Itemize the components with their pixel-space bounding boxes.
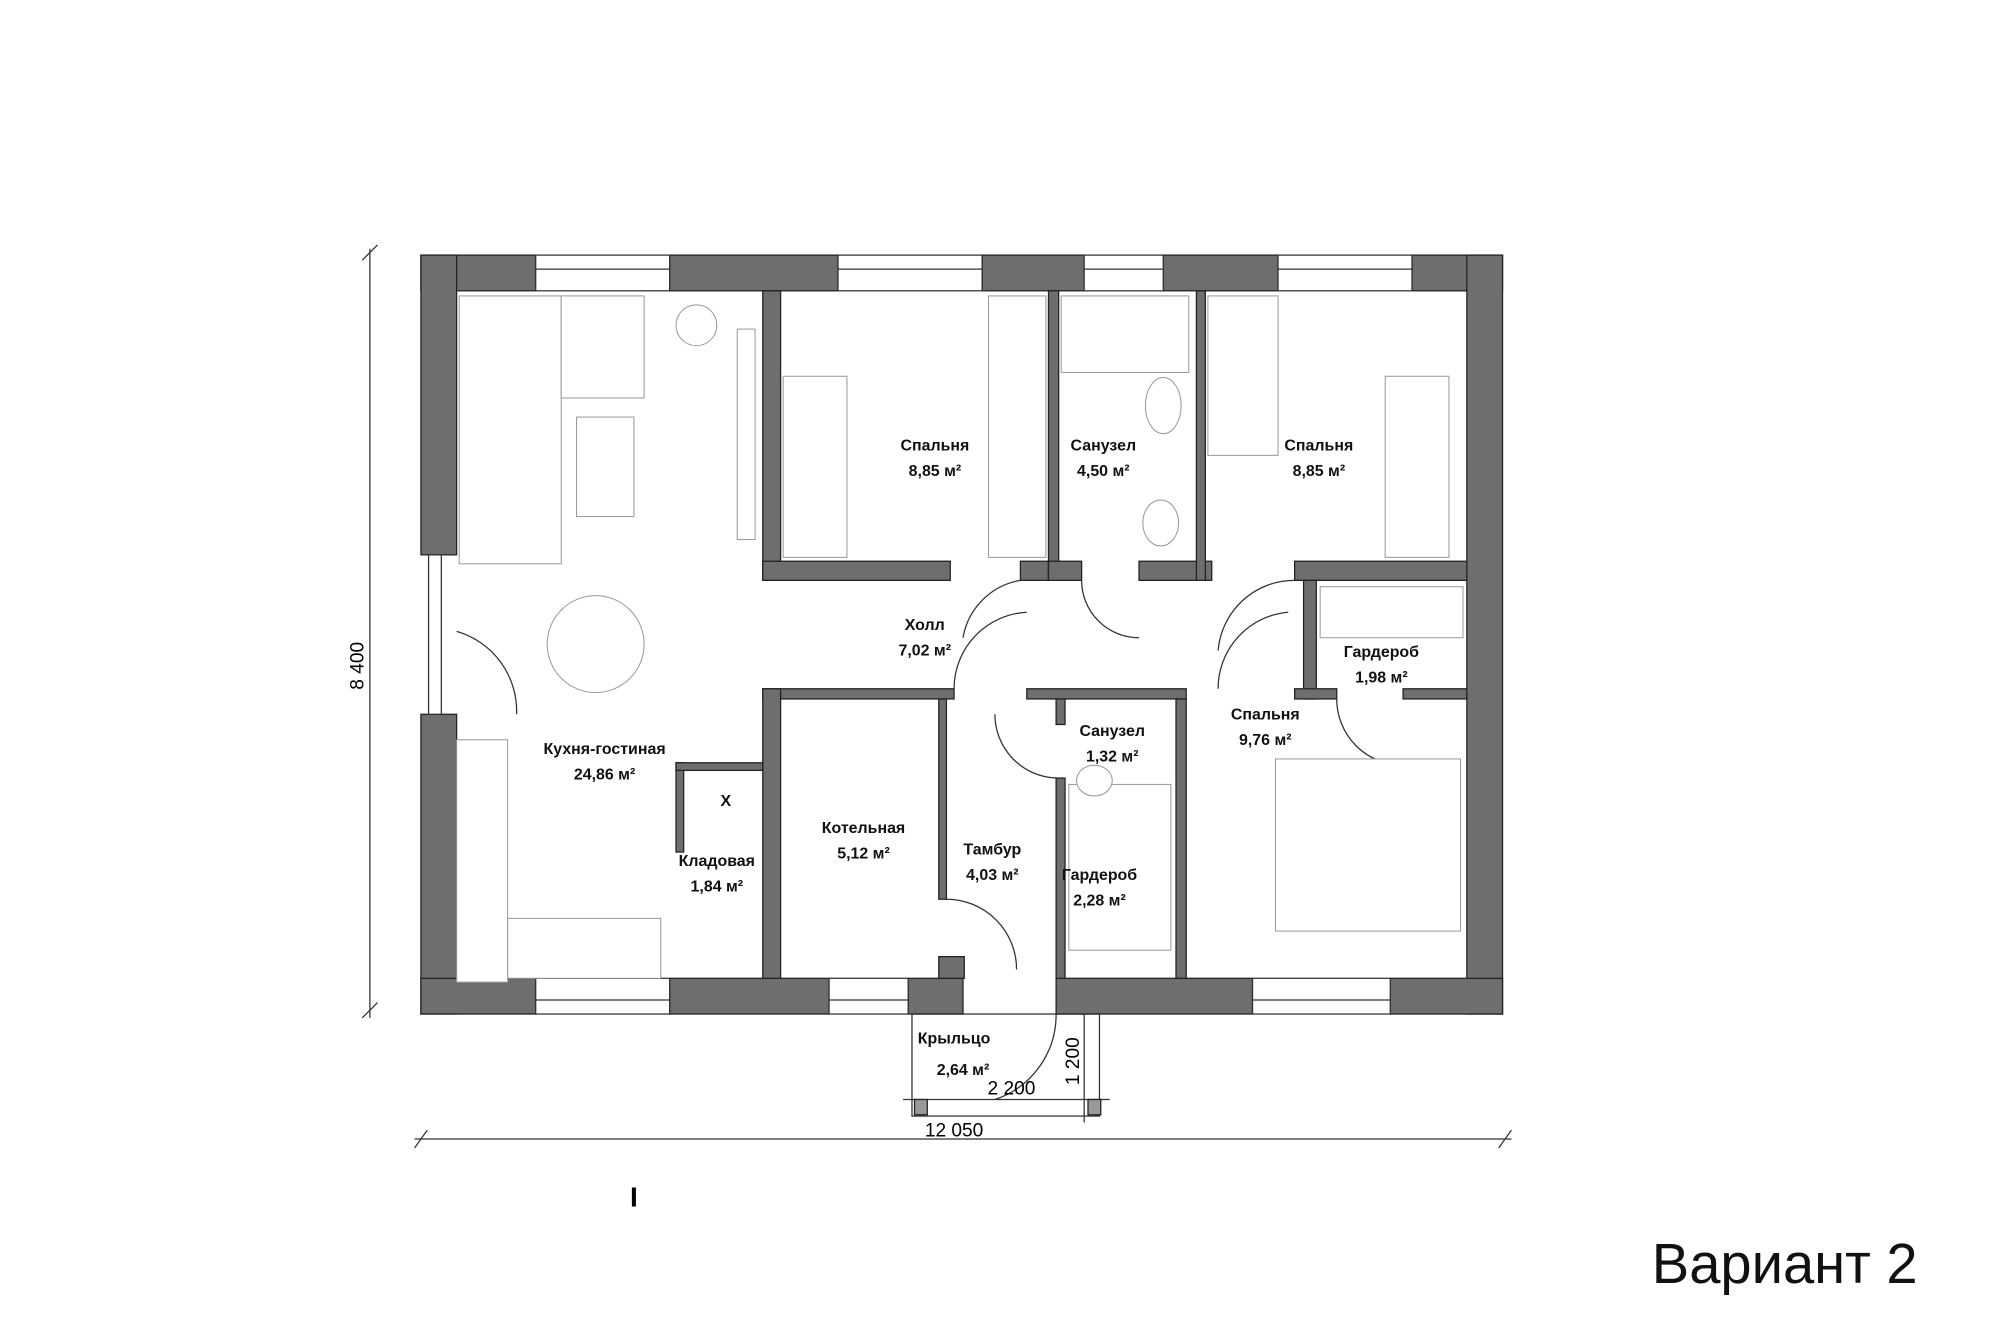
room-area: 2,64 м² [937,1062,990,1079]
outer-walls [420,254,1504,1015]
room-area: 2,28 м² [1073,893,1126,910]
room-name: Тамбур [963,842,1021,859]
furniture [456,295,1464,983]
sink [1076,764,1113,797]
section-marker: I [630,1182,638,1213]
wardrobe [988,295,1047,558]
wardrobe [1319,586,1464,639]
toilet [1142,499,1180,547]
room-name: Кладовая [679,853,755,870]
room-area: 7,02 м² [898,643,951,660]
room-labels: Кухня-гостиная 24,86 м² Спальня 8,85 м² … [544,437,1420,1079]
tv-stand [736,328,756,541]
room-area: 24,86 м² [574,766,635,783]
room-name: Спальня [901,437,970,454]
room-name: Крыльцо [918,1030,991,1047]
room-area: 8,85 м² [909,463,962,480]
porch-depth-label: 1 200 [1063,1037,1084,1085]
room-area: 9,76 м² [1239,732,1292,749]
dimension-width: 12 050 [414,1120,1512,1149]
room-area: 8,85 м² [1293,463,1346,480]
room-area: 4,03 м² [966,867,1019,884]
pantry-mark: X [720,793,731,810]
kitchen-counter [456,739,509,983]
room-name: Спальня [1231,706,1300,723]
room-name: Санузел [1079,723,1145,740]
room-area: 1,84 м² [691,879,744,896]
sink [1144,377,1182,435]
room-name: Котельная [822,820,905,837]
variant-label: Вариант 2 [1652,1232,1918,1295]
room-name: Спальня [1284,437,1353,454]
room-area: 1,32 м² [1086,748,1139,765]
room-name: Холл [905,617,945,634]
double-bed [1274,758,1461,932]
dimension-height: 8 400 [348,244,378,1019]
plant-icon [675,304,718,347]
doors [456,579,1404,970]
windows [427,254,1413,1015]
porch: 2 200 1 200 [903,1013,1110,1123]
porch-width-label: 2 200 [988,1078,1036,1099]
bed [1384,375,1450,558]
rug [576,416,635,518]
dining-table [546,595,645,694]
sofa [458,295,562,565]
width-dimension-label: 12 050 [925,1120,984,1141]
height-dimension-label: 8 400 [348,642,369,690]
room-area: 5,12 м² [837,845,890,862]
room-area: 4,50 м² [1077,463,1130,480]
bed [782,375,848,558]
wardrobe [1068,783,1172,951]
interior-walls [675,290,1468,979]
room-name: Санузел [1071,437,1137,454]
room-name: Кухня-гостиная [544,741,666,758]
wardrobe [1207,295,1279,456]
shower [1060,295,1190,373]
room-name: Гардероб [1062,867,1137,884]
room-area: 1,98 м² [1355,669,1408,686]
room-name: Гардероб [1344,644,1419,661]
